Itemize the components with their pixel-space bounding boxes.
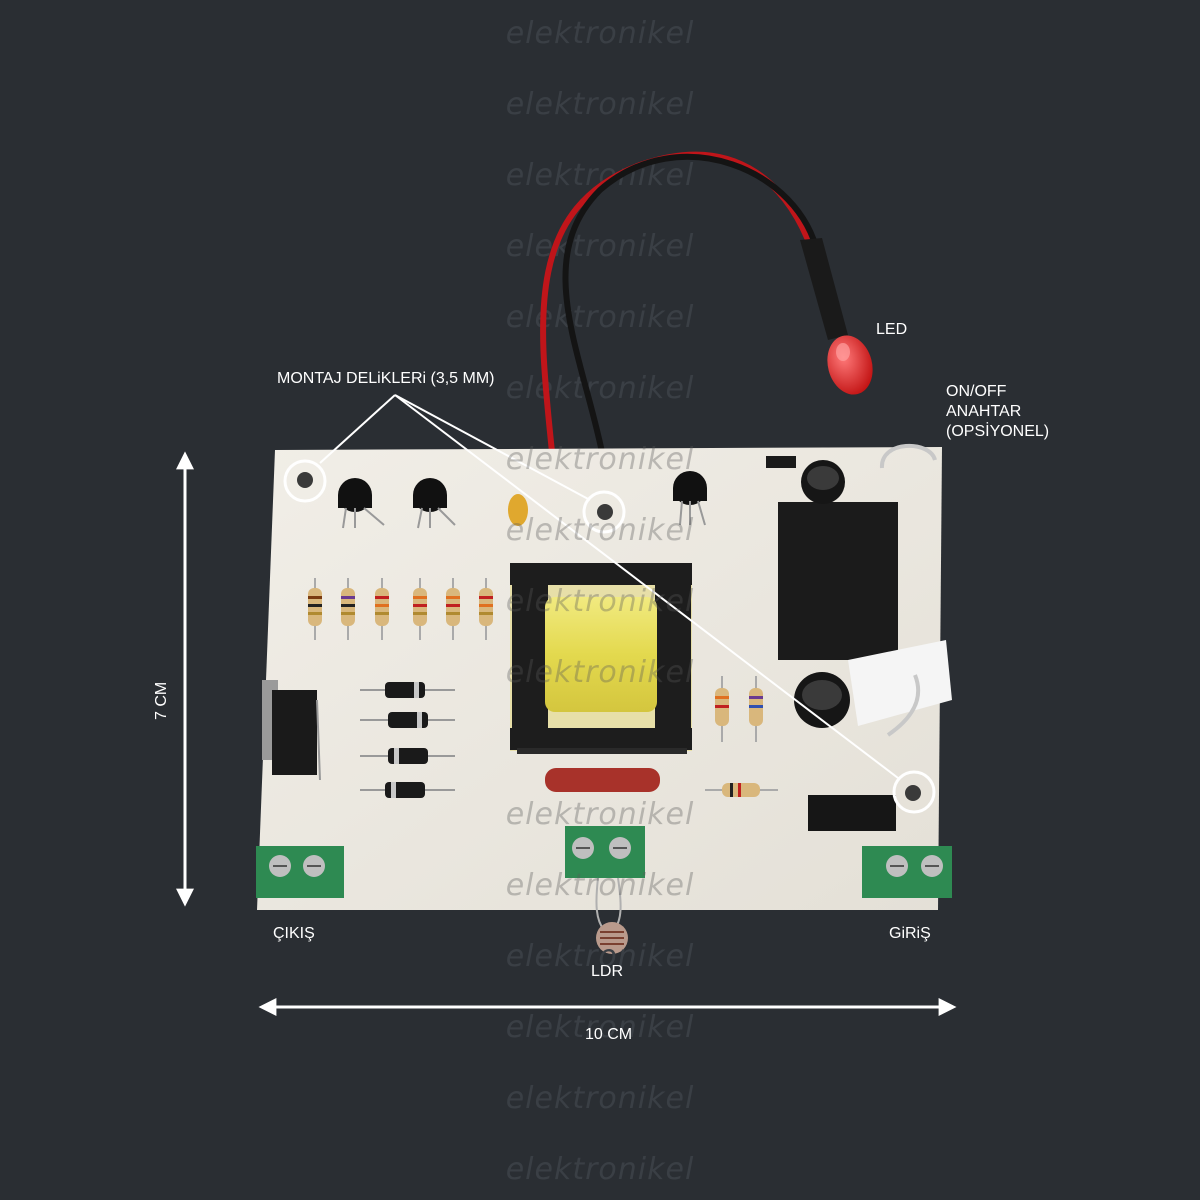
switch-label-line: ANAHTAR [946, 403, 1022, 420]
ldr-label: LDR [591, 963, 624, 980]
terminal-block-input [862, 846, 952, 898]
ldr-sensor [595, 877, 628, 954]
watermark: elektronikel [505, 442, 695, 477]
watermark: elektronikel [505, 797, 695, 832]
capacitor [508, 494, 528, 526]
led-wire-red [540, 151, 815, 463]
watermark: elektronikel [505, 371, 695, 406]
watermark: elektronikel [505, 300, 695, 335]
resistor [705, 676, 778, 797]
led-label: LED [876, 321, 908, 338]
transistor [673, 471, 707, 526]
watermark: elektronikel [505, 655, 695, 690]
watermark: elektronikel [505, 939, 695, 974]
watermark: elektronikel [505, 513, 695, 548]
terminal-block-output [256, 846, 344, 898]
resistor-row [308, 578, 493, 640]
mounting-hole-highlight [283, 459, 936, 814]
voltage-regulator [262, 680, 321, 781]
watermark: elektronikel [505, 1081, 695, 1116]
diode-row [360, 682, 455, 798]
electrolytic-capacitor [794, 460, 850, 728]
output-label: ÇIKIŞ [273, 925, 315, 942]
transistor [413, 478, 456, 529]
watermark: elektronikel [505, 584, 695, 619]
width-label: 10 CM [585, 1026, 633, 1043]
transformer [510, 563, 692, 754]
led-component [827, 335, 873, 395]
transistor [338, 478, 385, 529]
watermark: elektronikel [505, 1010, 695, 1045]
led-wire-black [562, 153, 821, 463]
film-capacitor [545, 768, 660, 792]
terminal-block-ldr [565, 826, 645, 878]
watermark: elektronikel [505, 229, 695, 264]
switch-label-line: (OPSİYONEL) [946, 423, 1050, 440]
watermark: elektronikel [505, 868, 695, 903]
voltage-regulator [808, 795, 896, 831]
mounting-hole-pointers [319, 394, 899, 779]
watermark: elektronikel [505, 16, 695, 51]
on-off-switch [848, 444, 952, 737]
mounting-holes-label: MONTAJ DELiKLERi (3,5 MM) [277, 370, 495, 387]
relay [778, 502, 898, 660]
height-label: 7 CM [153, 681, 170, 720]
mounting-hole [297, 472, 921, 801]
watermark: elektronikel [505, 1152, 695, 1187]
input-label: GiRiŞ [889, 925, 931, 942]
switch-label-line: ON/OFF [946, 383, 1007, 400]
switch-label: ON/OFF ANAHTAR (OPSİYONEL) [946, 382, 1049, 442]
watermark: elektronikel [505, 87, 695, 122]
